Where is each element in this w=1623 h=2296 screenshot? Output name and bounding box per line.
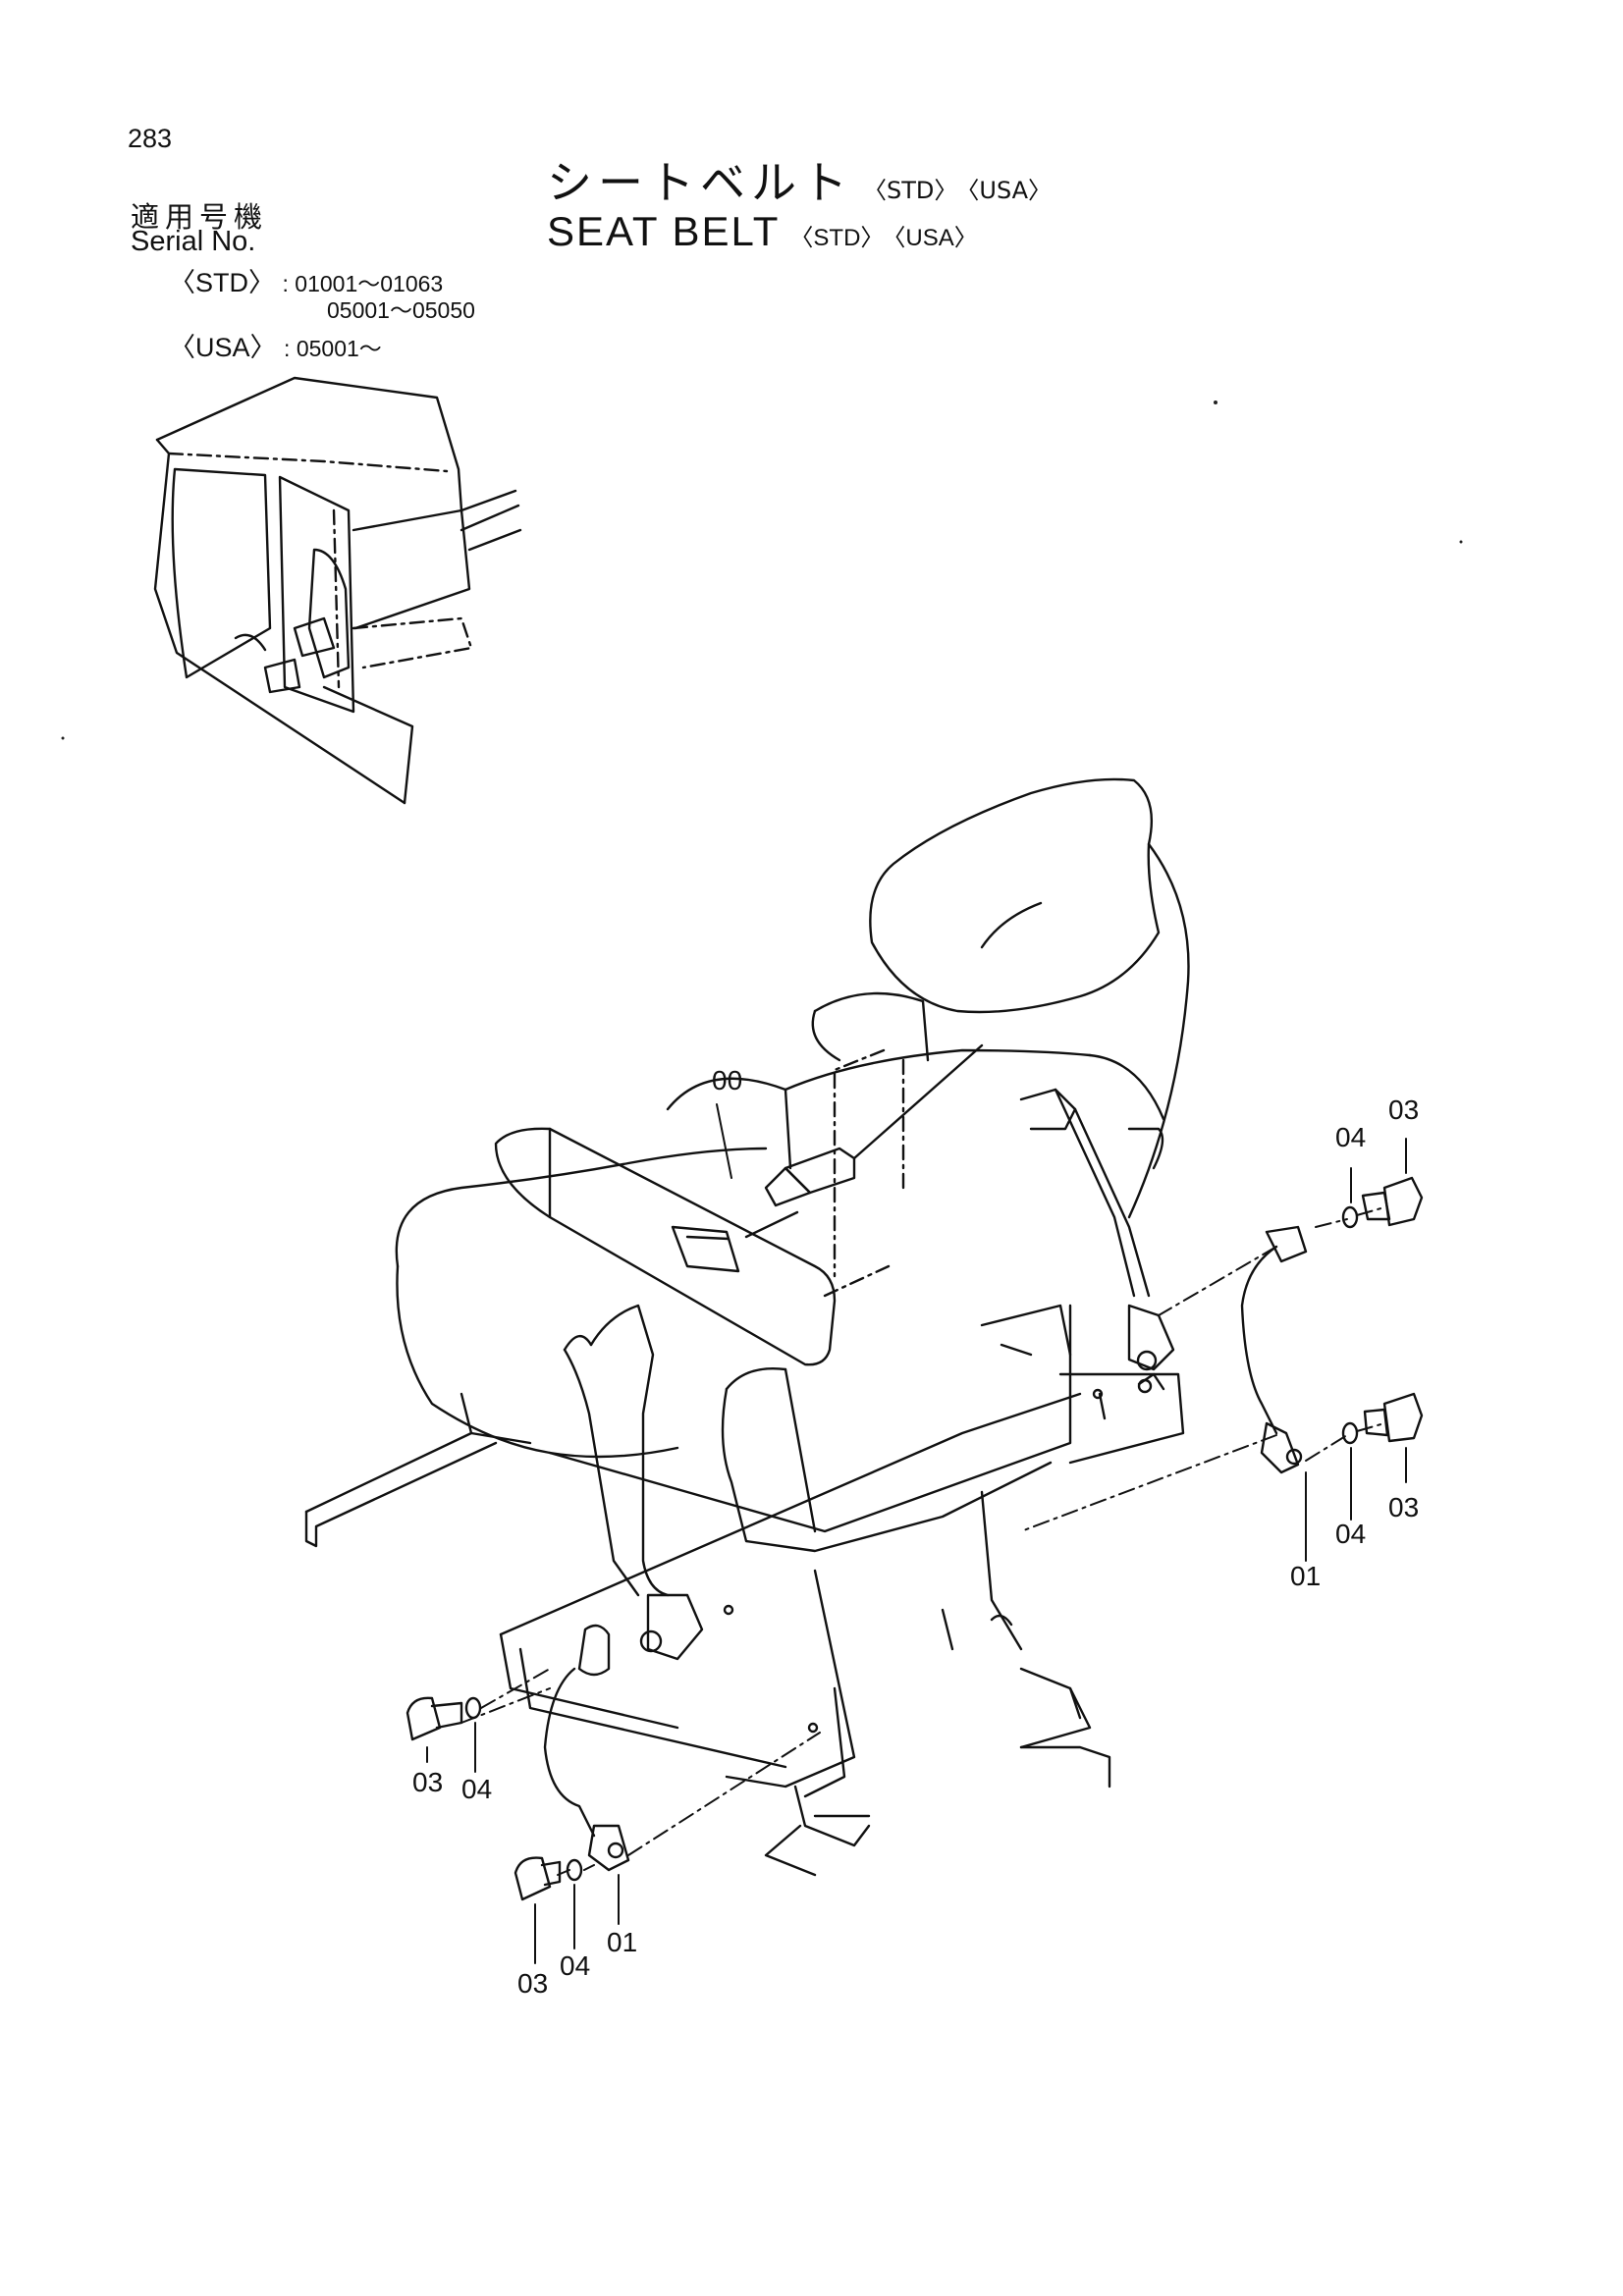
cab-thumbnail [153,376,522,805]
ground-cables [543,1225,1308,1872]
scan-specks [61,400,1463,740]
title-english: SEAT BELT 〈STD〉〈USA〉 [547,208,978,255]
seat-belt-strap [563,1088,1175,1661]
serial-label-japanese: 適用号機 [131,200,269,234]
callout-leaders [426,1103,1407,1964]
leader-lines [460,1206,1385,1876]
title-jp-text: シートベルト [547,156,853,209]
serial-usa-range: : 05001～ [284,336,382,361]
title-en-tag-usa: 〈USA〉 [893,225,978,251]
anchor-bolts [1137,1372,1165,1394]
armrest [494,1127,891,1366]
callout-labels: 00 04 03 04 03 01 03 04 03 04 01 [412,1065,1419,1999]
title-en-text: SEAT BELT [547,208,781,254]
serial-std-code: 〈STD〉 [169,268,275,297]
serial-label-english: Serial No. [131,226,256,257]
serial-std-range-2: 05001～05050 [327,297,475,323]
bolts [406,1176,1424,1901]
callout-03-left-lower: 03 [517,1968,548,1999]
seat-frame-rails [304,1372,1185,1877]
callout-04-right-upper: 04 [1335,1122,1366,1152]
serial-std-row: 〈STD〉 : 01001～01063 [169,261,443,299]
callout-03-left-upper: 03 [412,1767,443,1797]
callout-03-right-upper: 03 [1388,1095,1419,1125]
serial-usa-row: 〈USA〉 : 05001～ [169,326,382,364]
serial-usa-code: 〈USA〉 [169,333,277,362]
title-jp-tag-usa: 〈USA〉 [967,177,1053,204]
callout-01-left: 01 [607,1927,637,1957]
serial-std-row-2: 05001～05050 [327,292,475,325]
callout-04-left-lower: 04 [560,1950,590,1981]
title-jp-tag-std: 〈STD〉 [863,177,958,204]
washers [464,1205,1359,1882]
callout-00: 00 [712,1065,742,1095]
callout-04-left-upper: 04 [461,1774,492,1804]
page-number: 283 [128,124,173,153]
callout-04-right-lower: 04 [1335,1519,1366,1549]
serial-std-range-1: : 01001～01063 [282,271,444,296]
title-en-tag-std: 〈STD〉 [789,225,885,251]
callout-03-right-lower: 03 [1388,1492,1419,1522]
seat-cushion [395,1147,1072,1553]
seat-back [666,777,1190,1278]
title-japanese: シートベルト〈STD〉〈USA〉 [547,147,1052,212]
callout-01-right: 01 [1290,1561,1321,1591]
